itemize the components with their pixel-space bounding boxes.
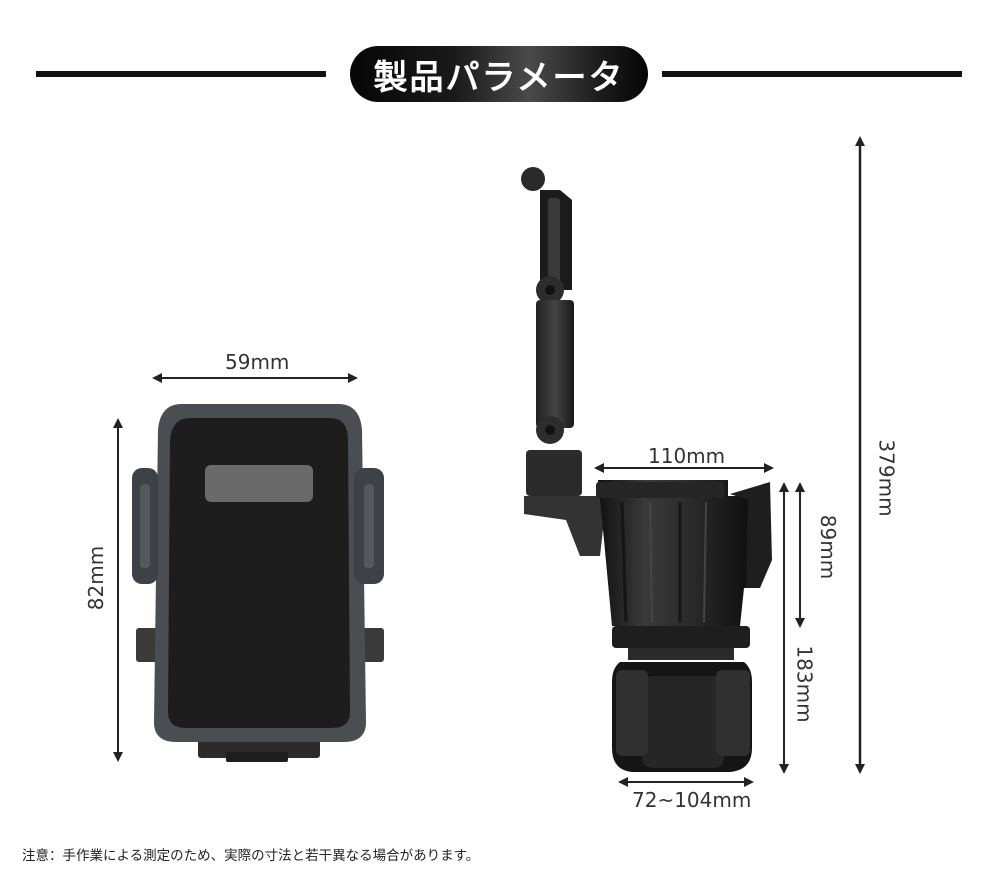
holder-height-label: 82mm [84,545,109,611]
header-rule-right [662,71,962,77]
title-banner: 製品パラメータ [350,46,648,102]
holder-lower-clip-right [362,628,384,662]
cup-total-height-label: 183mm [792,645,817,723]
base-diameter-label: 72~104mm [632,788,752,812]
holder-foot-tab [226,752,288,762]
holder-lower-clip-left [136,628,158,662]
arm-collar [526,450,582,496]
ball-joint [521,167,545,191]
cup-width-label: 110mm [648,444,726,468]
cup-neck [612,626,750,648]
holder-width-label: 59mm [225,350,290,374]
cup-holder-illustration [521,167,772,772]
cup-body [598,480,756,626]
overall-height-label: 379mm [874,439,899,517]
cup-upper-height-label: 89mm [816,514,841,580]
base-grip-right [716,670,750,756]
measurement-note: 注意：手作業による測定のため、実際の寸法と若干異なる場合があります。 [22,848,480,864]
cup-handle-slot [730,482,772,588]
holder-back-pad [168,418,350,728]
header-rule-left [36,71,326,77]
lower-arm [536,300,574,428]
holder-label [205,465,313,502]
page-title: 製品パラメータ [373,57,625,98]
arm-bracket [524,496,604,556]
base-grip-left [616,670,648,756]
phone-holder-illustration [132,404,384,762]
